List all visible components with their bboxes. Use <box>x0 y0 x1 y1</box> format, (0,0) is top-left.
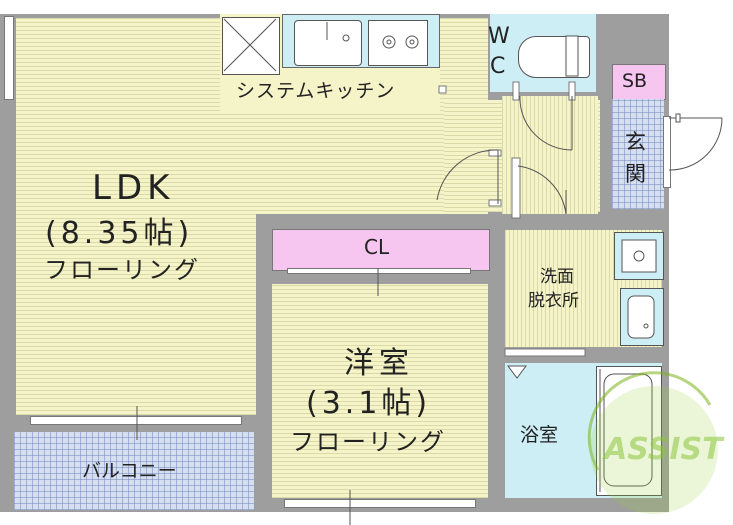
ldk-floor: フローリング <box>44 256 200 284</box>
bath-label: 浴室 <box>520 424 559 446</box>
washroom-label-1: 洗面 <box>540 267 574 287</box>
entrance <box>612 99 664 209</box>
entrance-label-1: 玄 <box>625 130 646 154</box>
western-name: 洋室 <box>344 346 414 381</box>
assist-watermark <box>587 371 718 514</box>
wc-c: C <box>490 54 506 79</box>
ldk-balcony-window <box>30 416 242 425</box>
ldk-window-left <box>4 16 14 100</box>
western-size: (3.1帖) <box>306 386 432 421</box>
entrance-label-2: 関 <box>625 162 646 186</box>
closet-label: CL <box>364 235 390 259</box>
ldk-size: (8.35帖) <box>45 216 194 251</box>
sink <box>294 20 362 66</box>
western-window <box>284 499 476 508</box>
western-floor: フローリング <box>290 428 446 456</box>
washroom-label-2: 脱衣所 <box>528 291 579 311</box>
ldk-name: LDK <box>92 168 175 208</box>
balcony-label: バルコニー <box>82 460 177 482</box>
sb-label: SB <box>622 70 648 92</box>
western-room <box>272 284 488 498</box>
shoe-box <box>612 64 666 100</box>
kitchen-label: システムキッチン <box>236 80 396 102</box>
wc-w: W <box>488 24 510 49</box>
hallway-upper <box>502 96 598 214</box>
watermark-text: ASSIST <box>604 432 723 467</box>
balcony <box>14 432 254 510</box>
closet-door <box>287 268 471 274</box>
entrance-door-frame <box>663 116 671 188</box>
